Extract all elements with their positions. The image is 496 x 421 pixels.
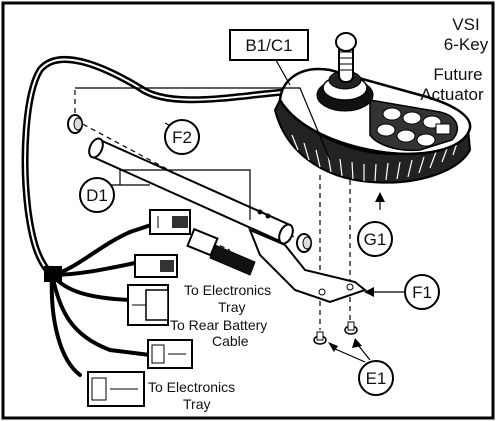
label-electronics-1-line1: To Electronics: [184, 282, 271, 298]
callout-b1c1-text: B1/C1: [245, 36, 292, 55]
callout-e1: E1: [358, 360, 394, 396]
label-rear-battery-line1: To Rear Battery: [170, 317, 267, 333]
label-electronics-tray-1: To Electronics Tray: [184, 282, 271, 315]
f2-bracket-line: [75, 87, 331, 161]
joystick-controller: [273, 32, 472, 184]
label-electronics-1-line2: Tray: [218, 299, 245, 315]
end-plugs: [67, 114, 312, 253]
label-electronics-tray-2: To Electronics Tray: [148, 379, 235, 412]
title-block: VSI 6-Key Future Actuator: [420, 15, 488, 104]
callout-f2-text: F2: [172, 128, 192, 147]
connector-electronics-1: [134, 254, 178, 278]
callout-e1-text: E1: [366, 369, 387, 388]
harness-clamp: [44, 266, 62, 282]
tube-connector: [186, 227, 256, 276]
connector-upper: [149, 209, 191, 235]
callout-f2: F2: [164, 119, 200, 155]
title-line-2: 6-Key: [444, 35, 489, 54]
screws: [313, 321, 358, 345]
mounting-tube: [88, 137, 294, 245]
title-line-1: VSI: [452, 15, 479, 34]
callout-b1c1: B1/C1: [229, 29, 309, 61]
main-cable-highlight: [24, 58, 286, 276]
callout-g1: G1: [357, 221, 393, 257]
title-line-4: Actuator: [420, 85, 484, 104]
callout-f1: F1: [404, 274, 440, 310]
connector-bottom: [87, 371, 145, 407]
label-electronics-2-line1: To Electronics: [148, 379, 235, 395]
callout-d1: D1: [79, 177, 115, 213]
mounting-bracket: [248, 228, 368, 304]
callout-d1-text: D1: [86, 186, 108, 205]
connector-lower-middle: [147, 339, 193, 369]
callout-g1-text: G1: [364, 230, 387, 249]
label-rear-battery: To Rear Battery Cable: [170, 317, 267, 349]
d1-bracket-line: [119, 169, 251, 220]
label-rear-battery-line2: Cable: [212, 333, 249, 349]
title-line-3: Future: [433, 65, 482, 84]
connector-rear-battery: [127, 284, 169, 326]
label-electronics-2-line2: Tray: [183, 396, 210, 412]
callout-f1-text: F1: [412, 283, 432, 302]
